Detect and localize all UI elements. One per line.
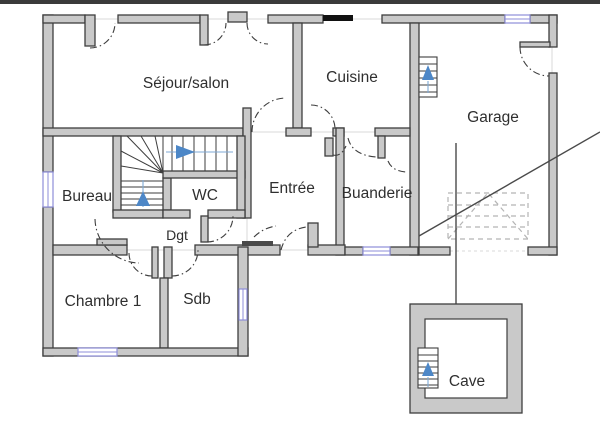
door-arc [310,104,336,130]
wall [548,72,558,256]
stairs-main [120,135,233,207]
wall [42,347,249,357]
wall [374,127,411,137]
wall [42,14,54,173]
top-edge-strip [0,0,600,4]
stairs-cave [417,347,439,389]
windows [42,14,531,357]
door-leaf [519,41,551,48]
door-arc [89,22,116,49]
door-arc [171,249,199,277]
stairs-garage [418,56,438,98]
door-arc [519,46,550,77]
window-buanderie [362,246,391,256]
door-arc [94,218,140,264]
wall [96,238,128,246]
stair-direction-arrow-icon [422,362,434,387]
cave-outline [409,303,523,414]
wall [285,127,312,137]
door-arc [246,22,269,45]
wall [389,246,419,256]
door-arcs [89,22,550,277]
window-sdb [238,288,248,321]
window-bureau [42,171,54,208]
wall [527,246,558,256]
wall [42,206,54,357]
wall [112,135,122,213]
room-label-buanderie: Buanderie [342,185,413,202]
door-arc [206,215,234,243]
wall [159,277,169,349]
walls [42,11,558,357]
door-arc [203,22,227,46]
wall [42,14,86,24]
door-leaf [151,246,159,279]
door-arc [280,226,307,251]
wall [344,246,364,256]
stair-winders [120,135,164,174]
door-leaf [163,246,173,279]
wall [548,14,558,48]
wall [112,209,164,219]
wall [52,244,128,256]
door-arc [387,160,407,173]
room-label-bureau: Bureau [62,188,112,205]
door-leaf [324,137,334,157]
wall [207,209,246,219]
wall [307,222,319,248]
wall [381,14,506,24]
wall [417,246,451,256]
door-arc [253,225,277,238]
room-label-wc: WC [192,187,218,204]
room-label-dgt: Dgt [166,227,188,243]
wall [42,127,244,137]
door-arc [251,97,287,133]
room-label-sejour-salon: Séjour/salon [143,75,229,92]
room-label-chambre1: Chambre 1 [65,293,142,310]
room-labels: Séjour/salon Cuisine Garage Bureau WC En… [62,69,519,390]
door-leaf [242,241,273,246]
wall [162,170,246,179]
wall [162,177,172,211]
door-arc [332,145,347,156]
wall [267,14,324,24]
door-arc [128,252,153,277]
wall [409,22,420,256]
room-label-garage: Garage [467,109,519,126]
wall [292,22,303,129]
wall [162,209,191,219]
door-leaf [84,14,96,47]
window-chambre [77,347,118,357]
door-leaf [377,135,386,159]
door-leaf [200,215,209,243]
chimney-block [323,15,353,21]
wall [227,11,248,23]
door-leaf [199,14,209,46]
window-garage-north [504,14,531,24]
leader-line-diagonal [418,131,600,237]
stair-direction-arrow-icon [422,65,434,93]
stair-direction-arrow-icon [136,145,233,207]
room-label-cuisine: Cuisine [326,69,378,86]
room-label-sdb: Sdb [183,291,211,308]
room-label-entree: Entrée [269,180,315,197]
wall [236,135,246,219]
wall [117,14,201,24]
room-label-cave: Cave [449,373,485,390]
hidden-stairs-garage [447,192,529,240]
door-arc [347,137,377,158]
